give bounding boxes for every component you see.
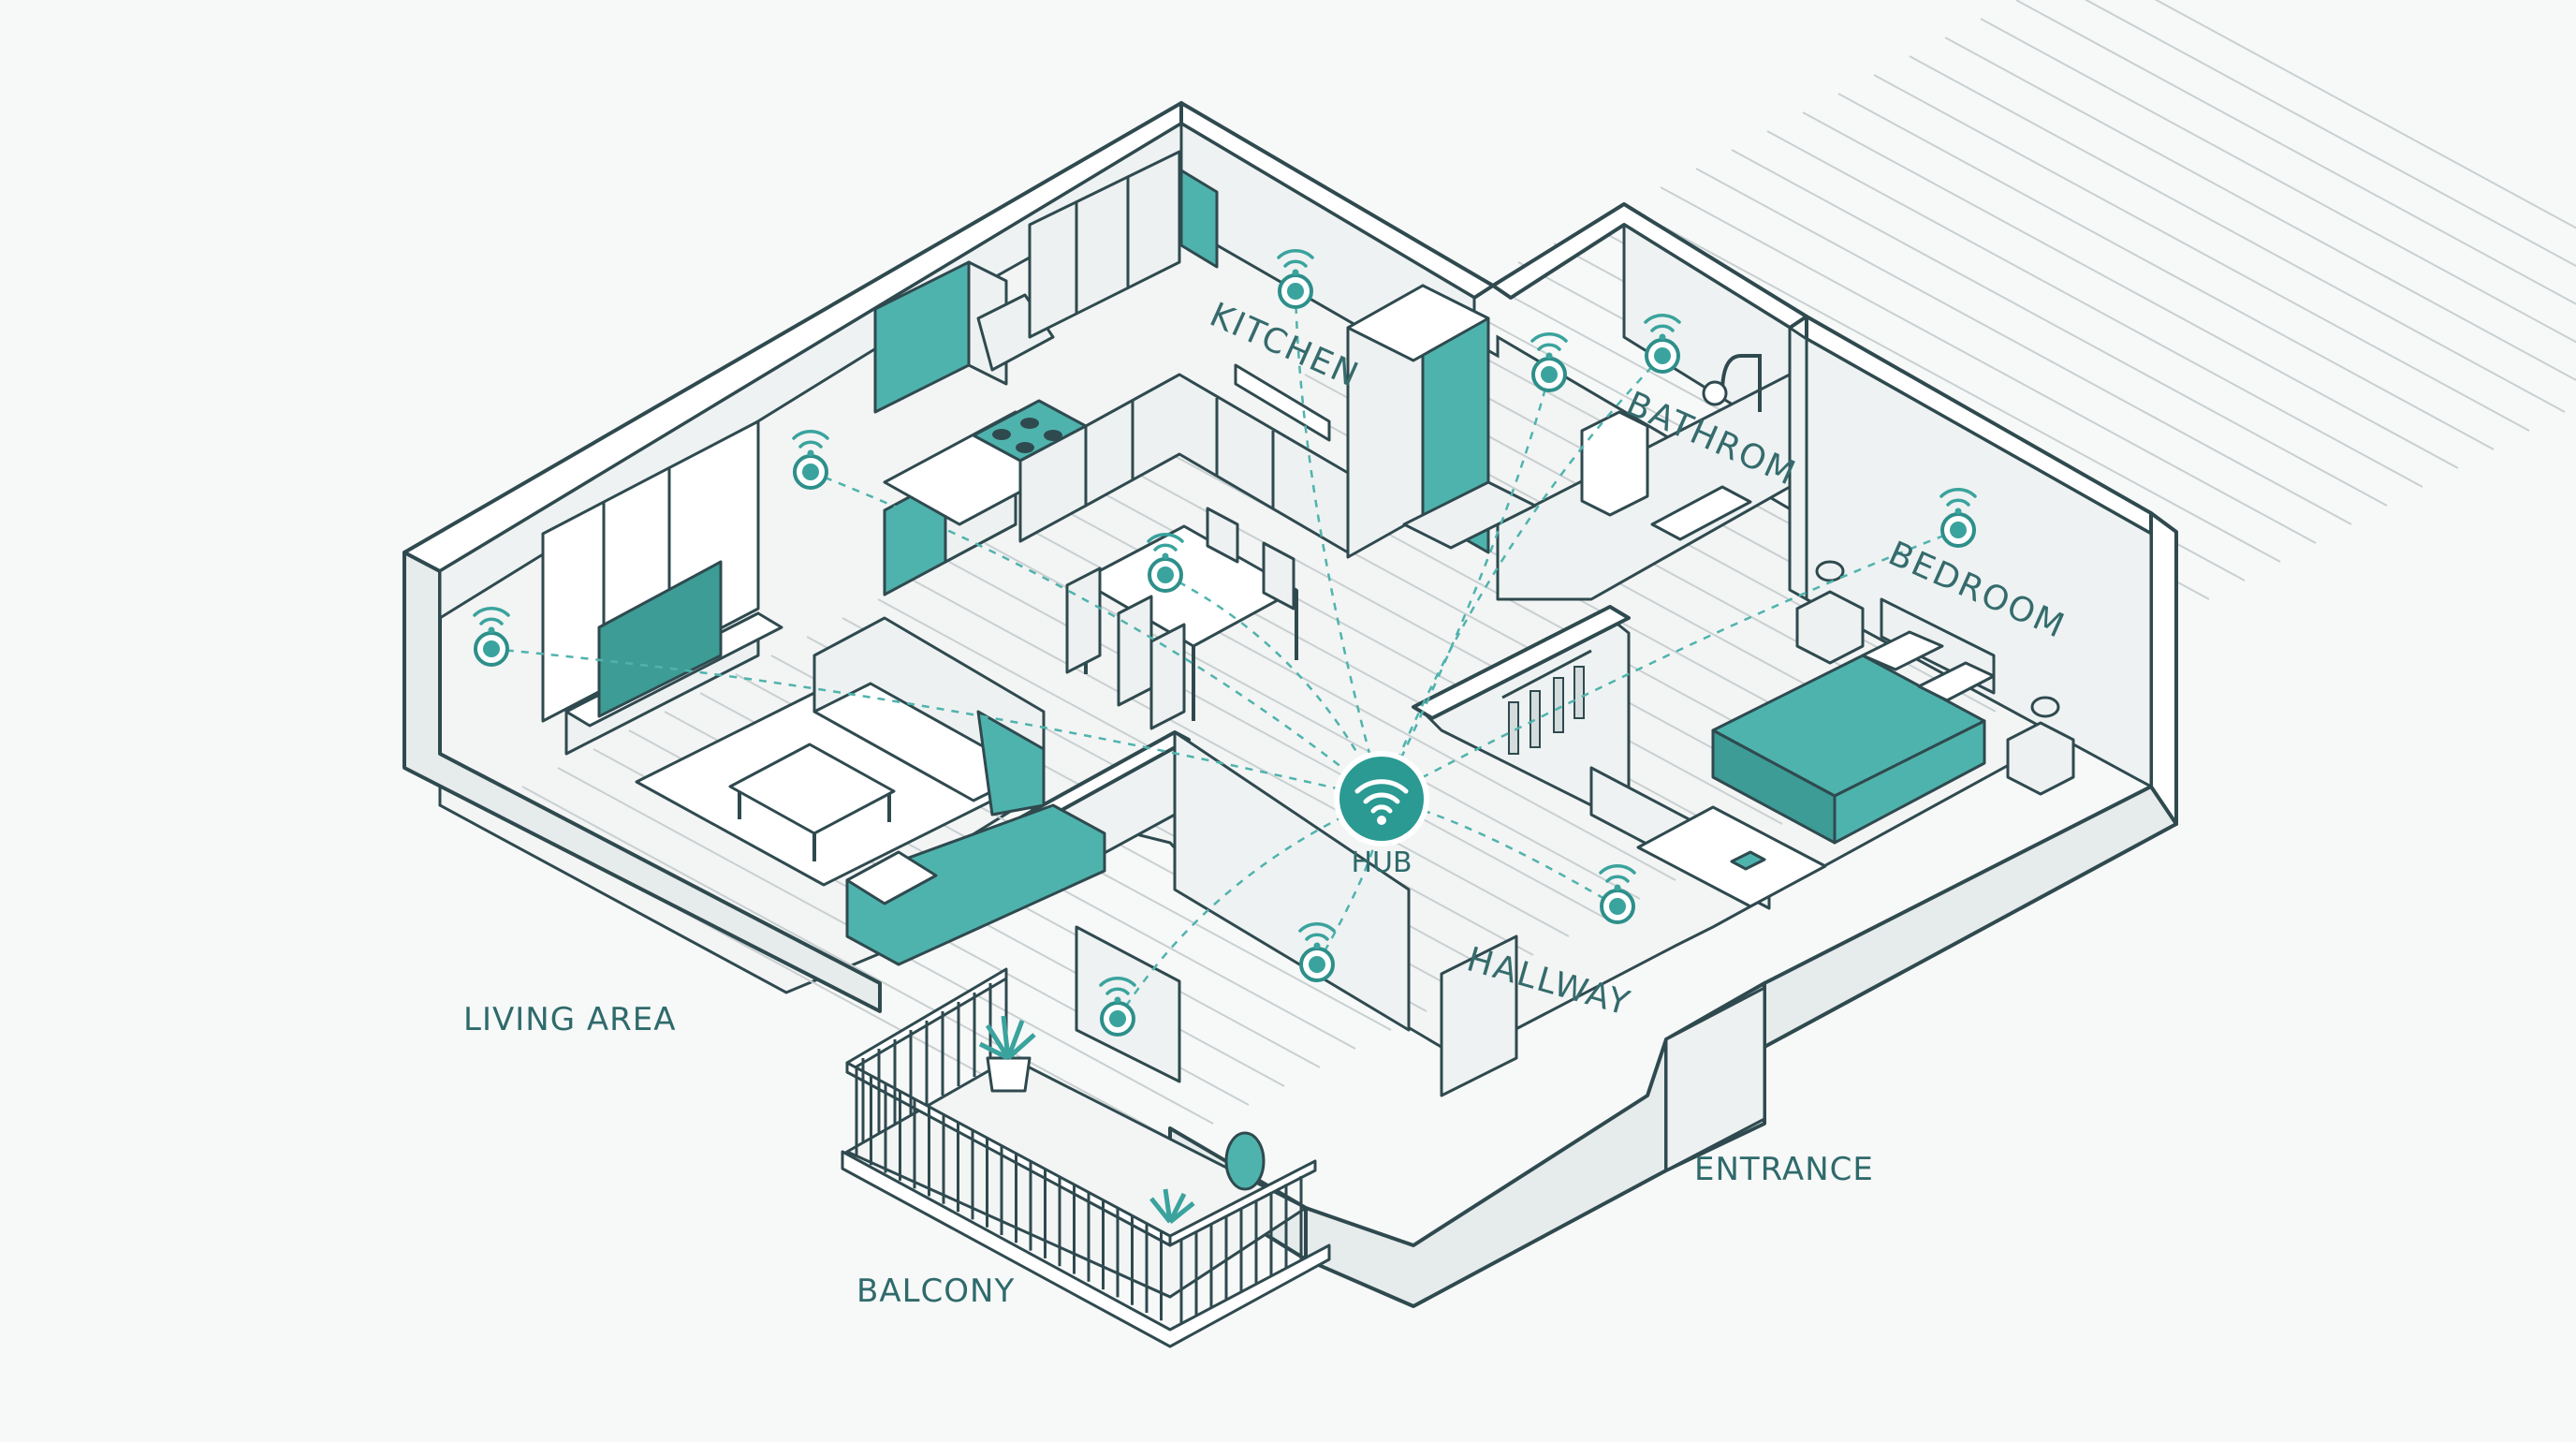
living-area-label: LIVING AREA — [463, 1001, 676, 1038]
closet-clothes — [1501, 649, 1592, 755]
fridge-top — [1346, 284, 1490, 362]
upper-cabinet-accent — [1179, 169, 1219, 269]
wall-front-bottom — [1304, 1037, 1668, 1308]
sensor-link — [1380, 374, 1551, 800]
wireless-sensor-icon[interactable] — [1530, 332, 1568, 392]
armchair — [845, 803, 1106, 966]
toilet — [1580, 410, 1649, 517]
wall-bath-bed-divider — [1788, 326, 1808, 601]
chair-5 — [1262, 541, 1295, 611]
balcony-floor — [843, 1056, 1309, 1299]
sensor-link — [1116, 797, 1383, 1020]
wifi-icon — [1354, 779, 1409, 825]
wireless-sensor-icon[interactable] — [1298, 922, 1336, 982]
hub-label: HUB — [1351, 846, 1412, 879]
wireless-sensor-icon[interactable] — [792, 430, 829, 490]
entrance-door — [1664, 986, 1766, 1172]
bathtub — [1650, 485, 1752, 541]
wireless-sensor-icon[interactable] — [1147, 533, 1184, 593]
balcony-rail-top-right — [1168, 1159, 1317, 1247]
coffee-table — [728, 743, 896, 835]
book — [1730, 850, 1766, 871]
balcony-label: BALCONY — [856, 1273, 1015, 1310]
nightstand-left — [1795, 590, 1865, 665]
bedroom-furniture — [1501, 560, 2075, 908]
wireless-sensor-icon[interactable] — [1599, 864, 1636, 924]
wall-balcony-right — [1173, 730, 1411, 1032]
balcony-balusters — [855, 974, 1303, 1329]
shower-head — [1702, 380, 1728, 406]
sensor-link — [810, 470, 1383, 800]
wireless-sensor-icon[interactable] — [1644, 314, 1681, 374]
nightstand-right — [2006, 721, 2075, 796]
sensor-link — [1381, 797, 1618, 908]
dining-set — [1065, 507, 1298, 730]
wireless-sensor-icon[interactable] — [1939, 488, 1977, 548]
balcony — [841, 967, 1331, 1348]
sensor-link — [1380, 355, 1663, 800]
bench — [1636, 805, 1827, 908]
lamp-left — [1815, 560, 1845, 582]
pillow-2 — [1917, 661, 1996, 702]
wall-closet-top — [1412, 605, 1631, 720]
plant-2-icon — [1224, 1131, 1266, 1191]
planter-1 — [986, 1056, 1032, 1093]
plant-1-icon — [978, 1015, 1036, 1061]
chair-1 — [1065, 566, 1102, 674]
chair-3 — [1149, 623, 1186, 730]
wireless-sensor-icon[interactable] — [1099, 977, 1136, 1037]
wall-hallway-panel — [1440, 934, 1518, 1097]
sensors — [473, 249, 1977, 1037]
bed-end — [1833, 719, 1986, 845]
upper-cabinet-mid — [1028, 150, 1181, 339]
wireless-sensor-icon[interactable] — [473, 607, 510, 667]
armchair-seat — [845, 850, 938, 905]
sensor-link — [1294, 290, 1383, 800]
lamp-right — [2030, 696, 2060, 718]
chair-4 — [1206, 507, 1239, 564]
sensor-link — [1381, 528, 1959, 801]
vanity — [1402, 480, 1537, 550]
window-frame — [541, 419, 760, 723]
kitchen-units — [873, 150, 1490, 596]
entrance-label: ENTRANCE — [1694, 1151, 1874, 1188]
hub[interactable]: HUB — [1334, 751, 1429, 879]
wireless-sensor-icon[interactable] — [1277, 249, 1314, 309]
plant-3-icon — [1149, 1188, 1195, 1224]
chair-2 — [1117, 595, 1153, 707]
wall-right-top — [2149, 511, 2178, 826]
sink-backsplash — [1234, 363, 1331, 442]
balcony-base — [841, 1150, 1331, 1348]
bathroom-fixtures — [1402, 354, 1762, 550]
entrance-panel — [1664, 986, 1766, 1172]
television — [597, 560, 723, 718]
sensor-link — [490, 647, 1383, 801]
pillow-1 — [1861, 630, 1944, 671]
hub-circle[interactable] — [1334, 751, 1429, 846]
sofa-accent — [976, 710, 1046, 817]
